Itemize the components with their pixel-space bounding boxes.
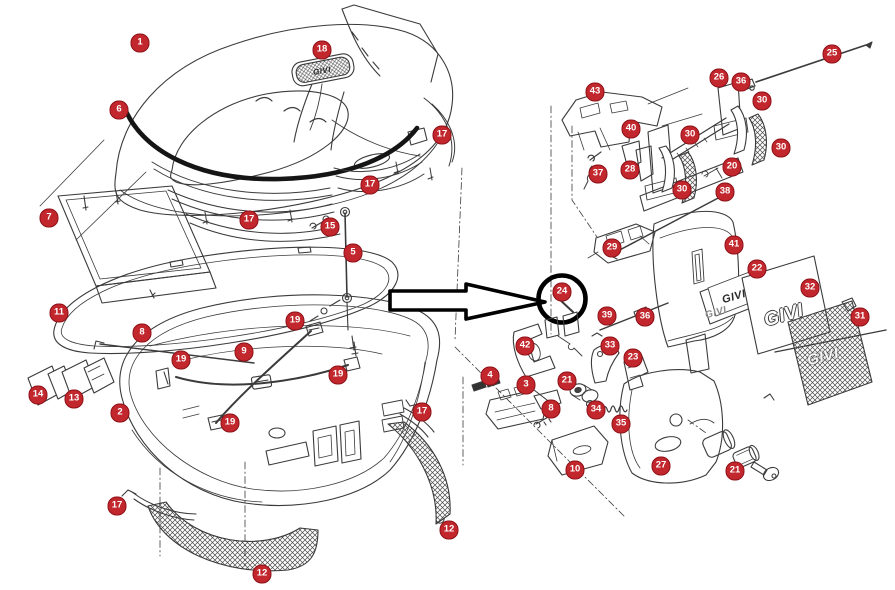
- elastic-straps-drawing: [175, 330, 349, 424]
- lock-barrel-drawing: [702, 429, 780, 482]
- trim-strips-drawing: [151, 97, 456, 242]
- small-reflectors-drawing: [27, 357, 115, 406]
- base-tub-drawing: [119, 294, 441, 506]
- seal-drawing: [120, 101, 420, 182]
- bracket-42-drawing: [512, 323, 583, 378]
- housing-27-drawing: [619, 333, 724, 484]
- latch-29-drawing: [587, 223, 656, 264]
- bottom-strips-drawing: [121, 399, 451, 572]
- frame-26-drawing: [610, 41, 873, 260]
- bracket-43-drawing: [561, 87, 703, 190]
- lid-badge-drawing: [291, 53, 355, 87]
- shelf-drawing: [39, 139, 217, 304]
- lock-cluster-drawing: [471, 344, 649, 476]
- lid-drawing: [114, 4, 454, 217]
- construction-lines: [159, 105, 707, 567]
- plate-31-drawing: [763, 297, 887, 406]
- rod-5-drawing: [309, 206, 353, 331]
- highlight-annotation: [388, 273, 588, 339]
